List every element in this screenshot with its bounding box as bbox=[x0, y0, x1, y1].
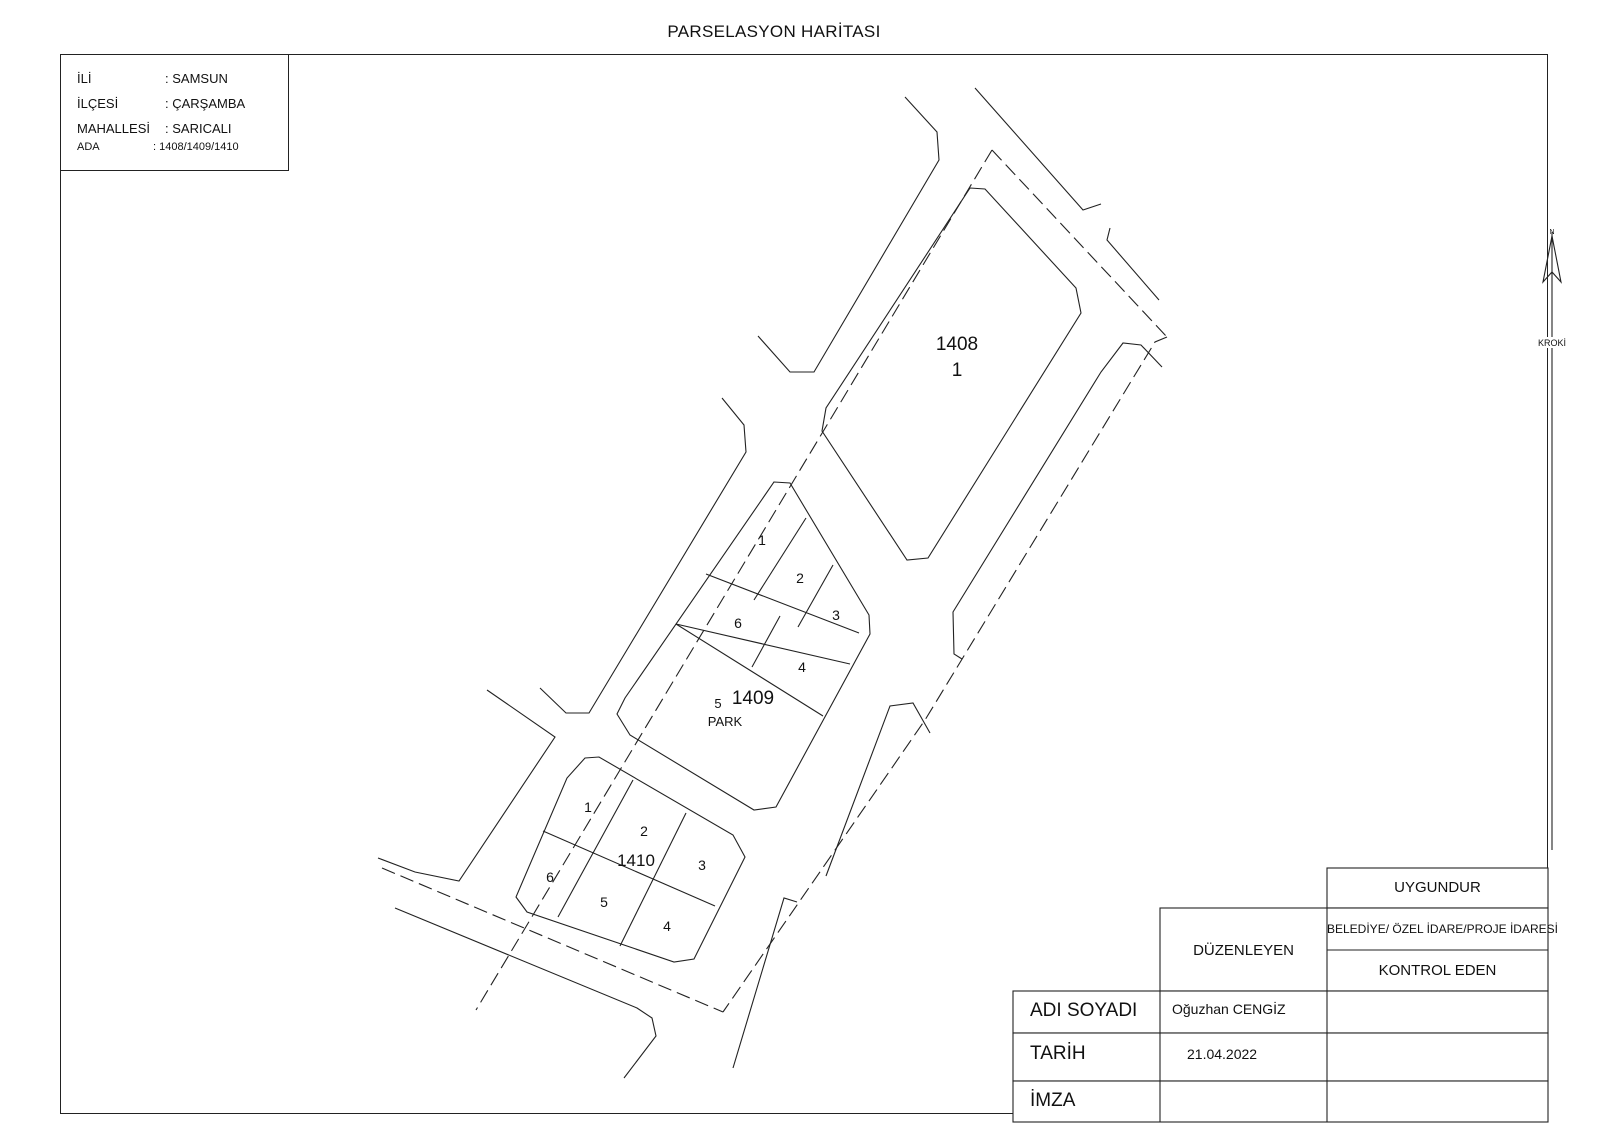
block-1410-ada-label: 1410 bbox=[617, 851, 655, 870]
parcel-1409-3-label: 3 bbox=[832, 607, 840, 623]
parcel-1409-1-label: 1 bbox=[758, 532, 766, 548]
parcel-1410-4-label: 4 bbox=[663, 918, 671, 934]
location-info-box: İLİ : SAMSUN İLÇESİ : ÇARŞAMBA MAHALLESİ… bbox=[60, 54, 289, 171]
road-edge-west-upper bbox=[757, 96, 940, 373]
parcel-1409-2-label: 2 bbox=[796, 570, 804, 586]
parcel-1410-6-label: 6 bbox=[546, 869, 554, 885]
parcel-1409-5-label: 5 bbox=[714, 696, 721, 711]
adi-soyadi-label: ADI SOYADI bbox=[1030, 1000, 1138, 1021]
kurum-label: BELEDİYE/ ÖZEL İDARE/PROJE İDARESİ bbox=[1327, 922, 1558, 936]
road-edge-south bbox=[394, 907, 657, 1079]
park-label: PARK bbox=[708, 714, 743, 729]
imza-label: İMZA bbox=[1030, 1090, 1076, 1111]
north-arrow-icon bbox=[1542, 235, 1562, 284]
block-1409-divider bbox=[797, 564, 834, 628]
duzenleyen-label: DÜZENLEYEN bbox=[1193, 942, 1294, 959]
info-row-mahalle: MAHALLESİ : SARICALI bbox=[77, 121, 231, 136]
road-edge-west-mid bbox=[539, 397, 747, 714]
parcel-1409-6-label: 6 bbox=[734, 615, 742, 631]
road-edge-east-upper bbox=[974, 87, 1102, 211]
tarih-label: TARİH bbox=[1030, 1043, 1086, 1064]
road-edge-east-upper2 bbox=[1106, 227, 1160, 301]
ilce-label: İLÇESİ bbox=[77, 96, 119, 111]
block-1410-outline bbox=[515, 756, 746, 963]
parcel-1410-5-label: 5 bbox=[600, 894, 608, 910]
road-axis-south bbox=[381, 867, 724, 1013]
block-1408-parcel-label: 1 bbox=[952, 360, 963, 381]
road-edge-east-bottom bbox=[732, 897, 798, 1069]
road-axis-west bbox=[475, 149, 993, 1011]
page-title: PARSELASYON HARİTASI bbox=[667, 22, 881, 41]
road-edge-west-lower bbox=[377, 689, 556, 882]
parcel-1410-3-label: 3 bbox=[698, 857, 706, 873]
block-1409-divider bbox=[675, 623, 851, 665]
mahalle-label: MAHALLESİ bbox=[77, 121, 150, 136]
duzenleyen-date: 21.04.2022 bbox=[1187, 1046, 1258, 1062]
kontrol-eden-label: KONTROL EDEN bbox=[1378, 962, 1497, 979]
parcel-1410-2-label: 2 bbox=[640, 823, 648, 839]
il-label: İLİ bbox=[77, 71, 92, 86]
il-value: : SAMSUN bbox=[165, 71, 228, 86]
mahalle-value: : SARICALI bbox=[165, 121, 232, 136]
kroki-label: KROKİ bbox=[1538, 338, 1566, 348]
info-row-ilce: İLÇESİ : ÇARŞAMBA bbox=[77, 96, 245, 111]
block-1410-divider bbox=[542, 830, 716, 907]
block-1409-outline bbox=[616, 481, 871, 811]
info-row-il: İLİ : SAMSUN bbox=[77, 71, 228, 86]
ada-value: : 1408/1409/1410 bbox=[153, 141, 239, 153]
duzenleyen-name: Oğuzhan CENGİZ bbox=[1172, 1001, 1286, 1017]
block-1410-divider bbox=[557, 779, 634, 918]
parcel-1410-1-label: 1 bbox=[584, 799, 592, 815]
block-1409-divider bbox=[675, 623, 824, 717]
info-row-ada: ADA : 1408/1409/1410 bbox=[77, 141, 239, 153]
road-edge-east-lower bbox=[825, 702, 931, 877]
ada-label: ADA bbox=[77, 141, 100, 153]
road-axis-east bbox=[722, 336, 1168, 1013]
title-block bbox=[1012, 867, 1549, 1123]
parcel-1409-4-label: 4 bbox=[798, 659, 806, 675]
road-axis-north bbox=[991, 149, 1168, 338]
north-label: N bbox=[1549, 229, 1554, 236]
map-frame bbox=[60, 54, 1548, 1114]
block-1408-ada-label: 1408 bbox=[936, 334, 978, 355]
ilce-value: : ÇARŞAMBA bbox=[165, 96, 246, 111]
block-1409-ada-label: 1409 bbox=[732, 688, 774, 709]
block-1409-divider bbox=[705, 573, 860, 634]
uygundur-label: UYGUNDUR bbox=[1394, 879, 1481, 896]
road-edge-east-mid bbox=[952, 342, 1163, 660]
block-1409-divider bbox=[751, 615, 781, 668]
block-1409-divider bbox=[753, 517, 807, 601]
block-1408-outline bbox=[821, 187, 1082, 561]
